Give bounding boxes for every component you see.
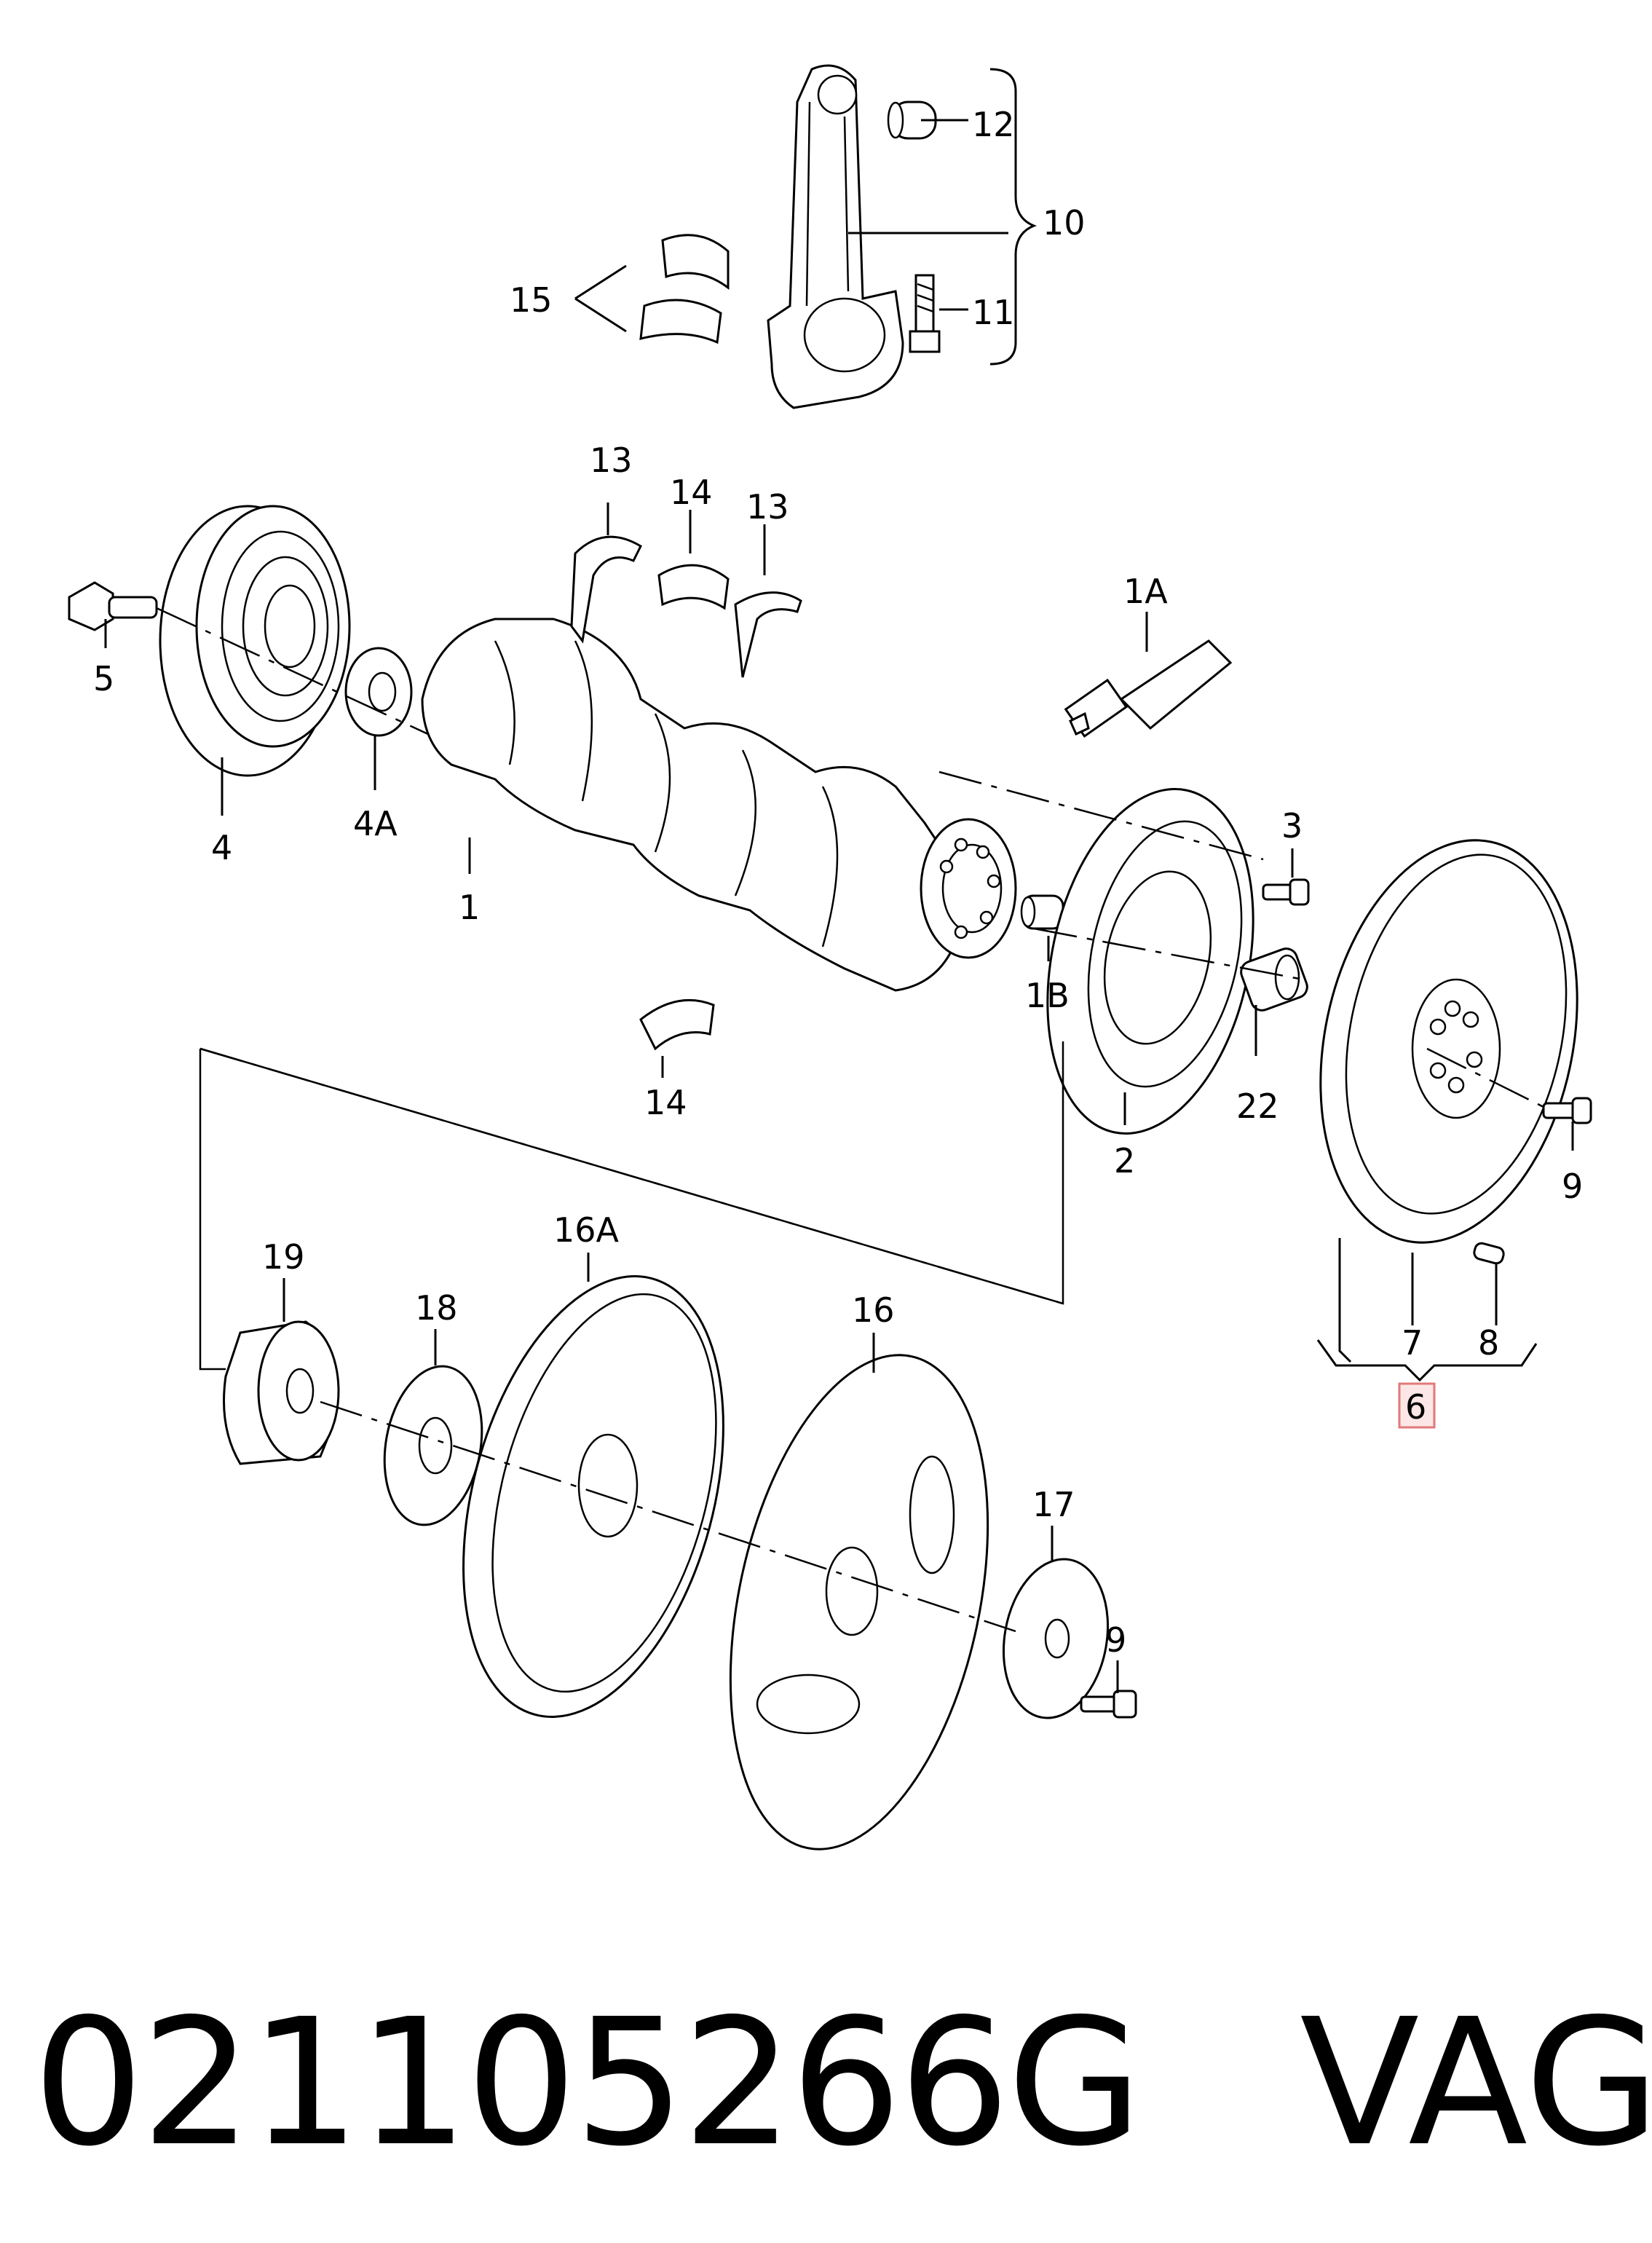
callout-16A: 16A	[553, 1210, 620, 1250]
callout-16: 16	[852, 1290, 895, 1330]
flywheel-bolt-part	[1542, 1097, 1592, 1124]
callout-5: 5	[93, 659, 114, 698]
callout-9-right: 9	[1562, 1167, 1583, 1206]
callout-4: 4	[211, 828, 232, 867]
callout-4A: 4A	[353, 804, 398, 843]
callout-13-right: 13	[746, 487, 789, 527]
needle-bearing-part	[1240, 947, 1308, 1012]
pulley-part	[159, 505, 351, 777]
damper-part	[223, 1320, 340, 1465]
pulley-bolt-part	[68, 581, 158, 631]
callout-1A: 1A	[1123, 572, 1168, 611]
callout-18: 18	[415, 1288, 458, 1328]
highlight-box-6	[1398, 1382, 1436, 1429]
leader-lines	[104, 68, 1574, 1693]
callout-1B: 1B	[1025, 976, 1070, 1015]
caption: 021105266G VAG	[33, 1974, 1652, 2192]
callout-8: 8	[1478, 1323, 1499, 1363]
bolt-part	[909, 274, 941, 353]
callout-1: 1	[459, 888, 480, 927]
spacer-plate-part	[383, 1365, 483, 1526]
brand-name: VAG	[1300, 1981, 1652, 2185]
callout-13-left: 13	[590, 441, 633, 480]
callout-7: 7	[1402, 1323, 1423, 1363]
callout-19: 19	[262, 1237, 305, 1277]
flywheel-part	[1319, 839, 1578, 1244]
washer-plate-part	[1002, 1558, 1110, 1719]
plate-bolt-part	[1262, 878, 1310, 906]
washer-part	[344, 647, 413, 737]
callout-12: 12	[972, 105, 1015, 144]
callout-11: 11	[972, 293, 1015, 332]
exploded-parts-diagram: 12 10 11 15 13 14 13 1A 5 4 4A 1 1B 3 22…	[68, 64, 1592, 1850]
lower-bolt-part	[1080, 1690, 1137, 1719]
dowel-pin-part	[1473, 1242, 1505, 1265]
drive-plate-part	[1046, 788, 1254, 1135]
flexplate-ring-part	[462, 1275, 724, 1718]
crankshaft-part	[421, 618, 1017, 992]
callout-15: 15	[510, 280, 553, 320]
bearing-shells-middle	[570, 535, 802, 1051]
sealant-tube-part	[1064, 639, 1233, 738]
callout-2: 2	[1114, 1141, 1135, 1180]
connecting-rod-part	[767, 64, 904, 409]
callout-17: 17	[1032, 1485, 1075, 1524]
callout-9-bottom: 9	[1105, 1620, 1126, 1660]
callout-14-bottom: 14	[644, 1083, 687, 1122]
callout-labels: 12 10 11 15 13 14 13 1A 5 4 4A 1 1B 3 22…	[93, 105, 1583, 1660]
callout-22: 22	[1236, 1087, 1279, 1126]
callout-14-top: 14	[670, 473, 713, 512]
part-number: 021105266G	[33, 1981, 1142, 2185]
callout-3: 3	[1281, 806, 1303, 845]
callout-10: 10	[1043, 203, 1086, 243]
callout-6: 6	[1405, 1387, 1426, 1427]
flexplate-part	[729, 1354, 989, 1850]
bearing-shells-upper	[639, 234, 730, 344]
needle-bearing-small-part	[1020, 894, 1064, 930]
